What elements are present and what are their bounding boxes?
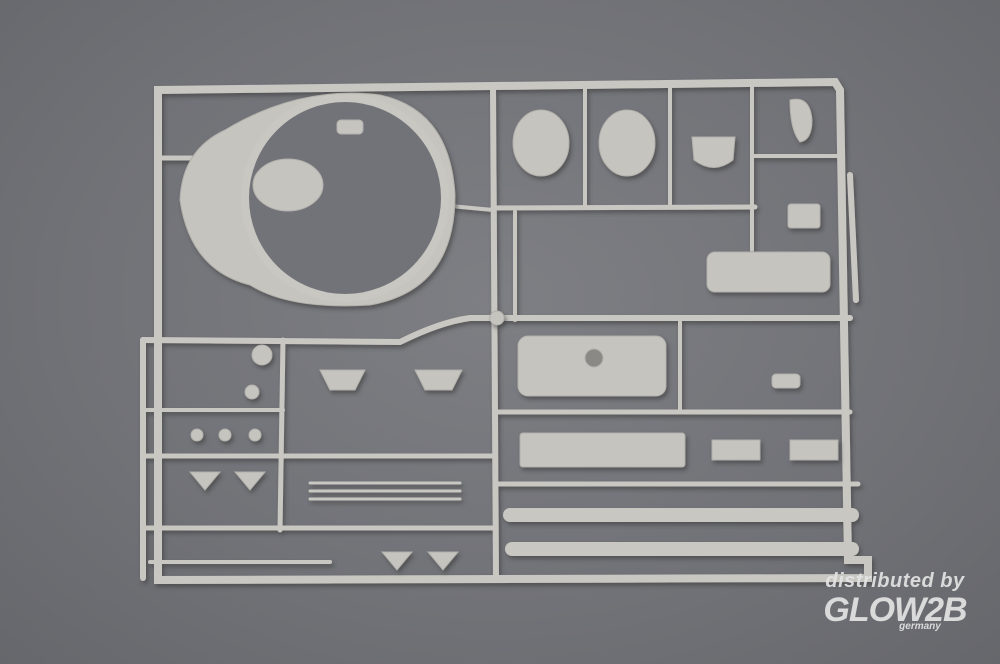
watermark-country: germany [899, 621, 941, 632]
outer-runner [154, 77, 872, 585]
distributor-watermark: distributed by GLOW2B germany [800, 570, 990, 632]
watermark-distributed-by: distributed by [825, 570, 965, 592]
watermark-logo: GLOW2B [823, 591, 967, 629]
